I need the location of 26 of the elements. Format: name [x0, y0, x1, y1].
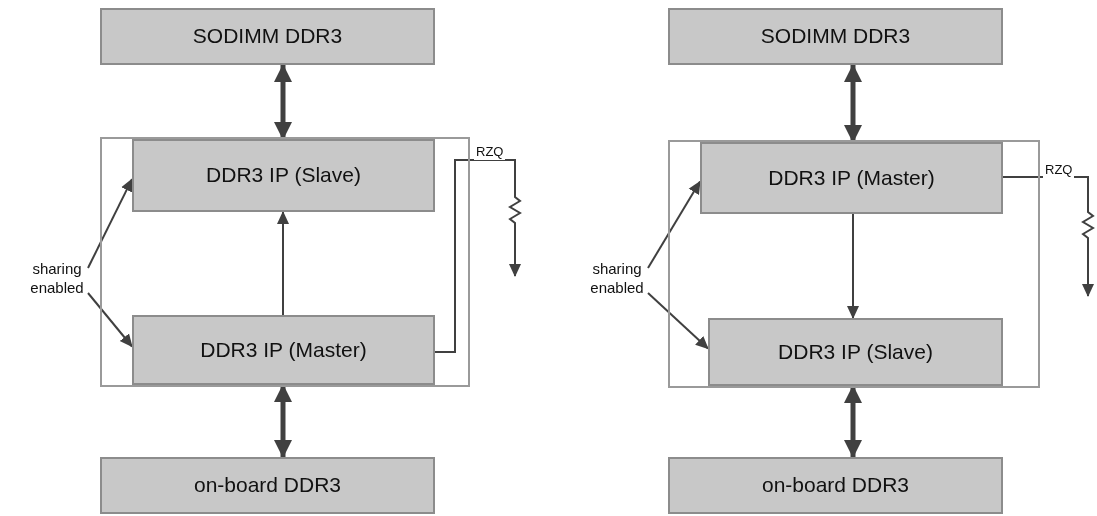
- edge-label: RZQ: [1043, 162, 1075, 178]
- arrow: [277, 211, 289, 316]
- resistor-wire: [1002, 176, 1095, 297]
- callout-text: sharing enabled: [582, 256, 652, 300]
- block-box: DDR3 IP (Slave): [132, 139, 435, 212]
- block-box: on-board DDR3: [668, 457, 1003, 514]
- callout-text: sharing enabled: [22, 256, 92, 300]
- leader-line: [647, 180, 701, 269]
- block-box: DDR3 IP (Master): [132, 315, 435, 385]
- block-box: SODIMM DDR3: [100, 8, 435, 65]
- arrow: [274, 384, 292, 458]
- block-box: on-board DDR3: [100, 457, 435, 514]
- resistor-wire: [434, 159, 522, 353]
- block-box: SODIMM DDR3: [668, 8, 1003, 65]
- edge-label: RZQ: [474, 144, 506, 160]
- leader-line: [647, 292, 709, 350]
- block-box: DDR3 IP (Slave): [708, 318, 1003, 386]
- group-frame: [100, 137, 470, 387]
- arrow: [844, 385, 862, 458]
- arrow: [847, 213, 859, 319]
- leader-line: [87, 292, 133, 348]
- arrow: [274, 64, 292, 140]
- group-frame: [668, 140, 1040, 388]
- block-box: DDR3 IP (Master): [700, 142, 1003, 214]
- leader-line: [87, 178, 133, 269]
- arrow: [844, 64, 862, 143]
